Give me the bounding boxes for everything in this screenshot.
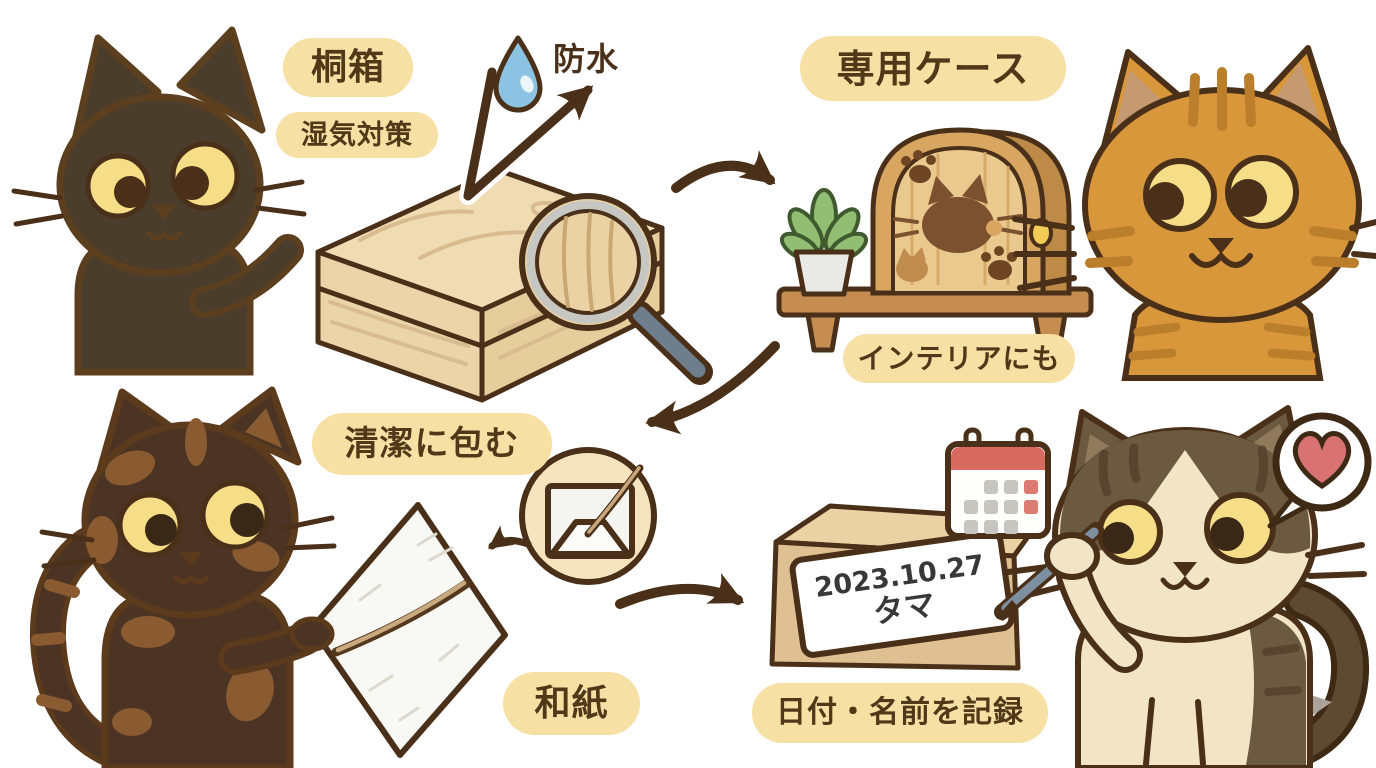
plant-icon bbox=[779, 188, 869, 297]
label-shikke-taisaku: 湿気対策 bbox=[276, 112, 438, 158]
whisker-case bbox=[870, 127, 1072, 296]
flow-arrows bbox=[615, 150, 780, 609]
paw-print-icon bbox=[901, 150, 1017, 280]
flow-arrow-4 bbox=[487, 525, 532, 550]
magnifier-icon bbox=[519, 193, 713, 385]
label-interior-nimo: インテリアにも bbox=[843, 334, 1075, 383]
flow-arrow-1 bbox=[671, 150, 776, 193]
small-cat-shape bbox=[896, 247, 928, 282]
heart-bubble-icon bbox=[1267, 412, 1372, 529]
envelope-whisker-icon bbox=[487, 447, 657, 585]
label-bousui: 防水 bbox=[552, 40, 619, 78]
black-cat bbox=[11, 26, 307, 376]
label-kiribako: 桐箱 bbox=[283, 38, 413, 97]
cat-face-icon bbox=[893, 174, 1023, 253]
washi-paper bbox=[309, 502, 508, 758]
tortoiseshell-cat bbox=[29, 386, 337, 768]
label-seiketsu-ni-tsutsumu: 清潔に包む bbox=[312, 413, 552, 475]
name-label bbox=[789, 530, 1015, 658]
label-hizuke-namae-kiroku: 日付・名前を記録 bbox=[752, 683, 1048, 743]
handwritten-name: タマ bbox=[870, 586, 938, 631]
orange-tabby-cat bbox=[1012, 45, 1376, 381]
flow-arrow-2 bbox=[645, 341, 780, 435]
water-drop-icon bbox=[493, 35, 543, 113]
flow-arrow-3 bbox=[615, 572, 745, 609]
waterproof-bounce-arrow bbox=[459, 63, 597, 205]
label-senyou-case: 専用ケース bbox=[800, 36, 1066, 101]
calico-paw bbox=[1044, 532, 1100, 580]
calendar-icon bbox=[945, 427, 1051, 539]
calico-cat bbox=[994, 405, 1370, 768]
label-washi: 和紙 bbox=[503, 672, 640, 735]
